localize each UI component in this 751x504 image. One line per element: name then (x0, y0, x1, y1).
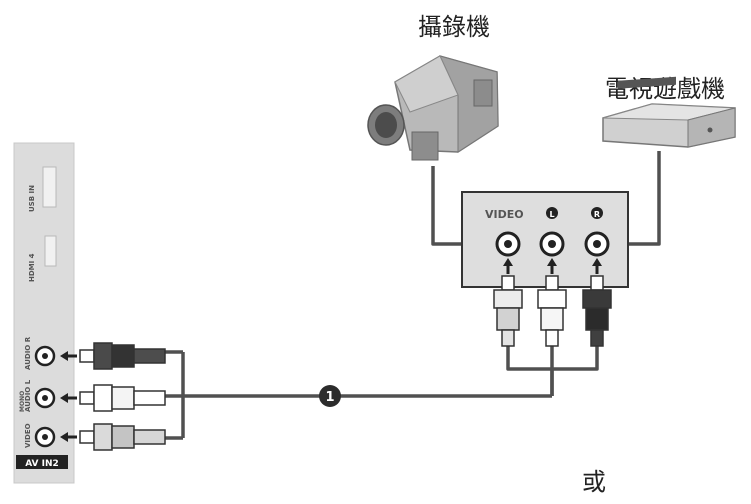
plug-left-vertical (537, 275, 567, 347)
jack-audio-right (584, 231, 610, 257)
or-label: 或 (582, 468, 606, 496)
hdmi-port: HDMI 4 (28, 235, 57, 282)
vertical-plugs (493, 275, 612, 347)
jack-badge-left (546, 207, 558, 219)
plug-right-vertical (582, 275, 612, 347)
usb-port: USB IN (28, 166, 57, 212)
plug-red-horizontal (79, 342, 166, 370)
tv-side-panel: USB IN HDMI 4 AUDIO R AUDIO L MONO VIDEO… (13, 142, 75, 484)
jack-badge-right (591, 207, 603, 219)
tv-label-mono: MONO (19, 391, 26, 412)
hdmi-label: HDMI 4 (28, 253, 36, 282)
panel-arrows (503, 258, 602, 274)
jack-video (495, 231, 521, 257)
horizontal-plugs (79, 342, 166, 451)
step-callout: 1 (319, 385, 341, 407)
tv-jack-video (34, 426, 56, 448)
tv-label-video: VIDEO (24, 423, 32, 448)
cables (165, 151, 661, 440)
tv-arrows (60, 351, 77, 442)
plug-white-horizontal (79, 384, 166, 412)
game-console (602, 76, 736, 148)
jack-audio-left (539, 231, 565, 257)
tv-jack-audio-r (34, 345, 56, 367)
callout-number: 1 (325, 390, 334, 405)
callout-circle (319, 385, 341, 407)
usb-label: USB IN (28, 185, 36, 212)
camcorder (367, 55, 499, 161)
tv-jack-audio-l (34, 387, 56, 409)
av-jack-panel: VIDEO L R (461, 191, 629, 288)
jack-label-video: VIDEO (485, 208, 524, 221)
jack-label-left: L (549, 210, 554, 219)
camcorder-label: 攝錄機 (418, 13, 490, 41)
av-in-badge (16, 455, 68, 469)
tv-label-audio-r: AUDIO R (24, 336, 32, 370)
plug-video-vertical (493, 275, 523, 347)
tv-label-audio-l: AUDIO L (24, 379, 32, 412)
av-in-label: AV IN2 (25, 459, 59, 469)
plug-yellow-horizontal (79, 423, 166, 451)
jack-label-right: R (594, 210, 600, 219)
